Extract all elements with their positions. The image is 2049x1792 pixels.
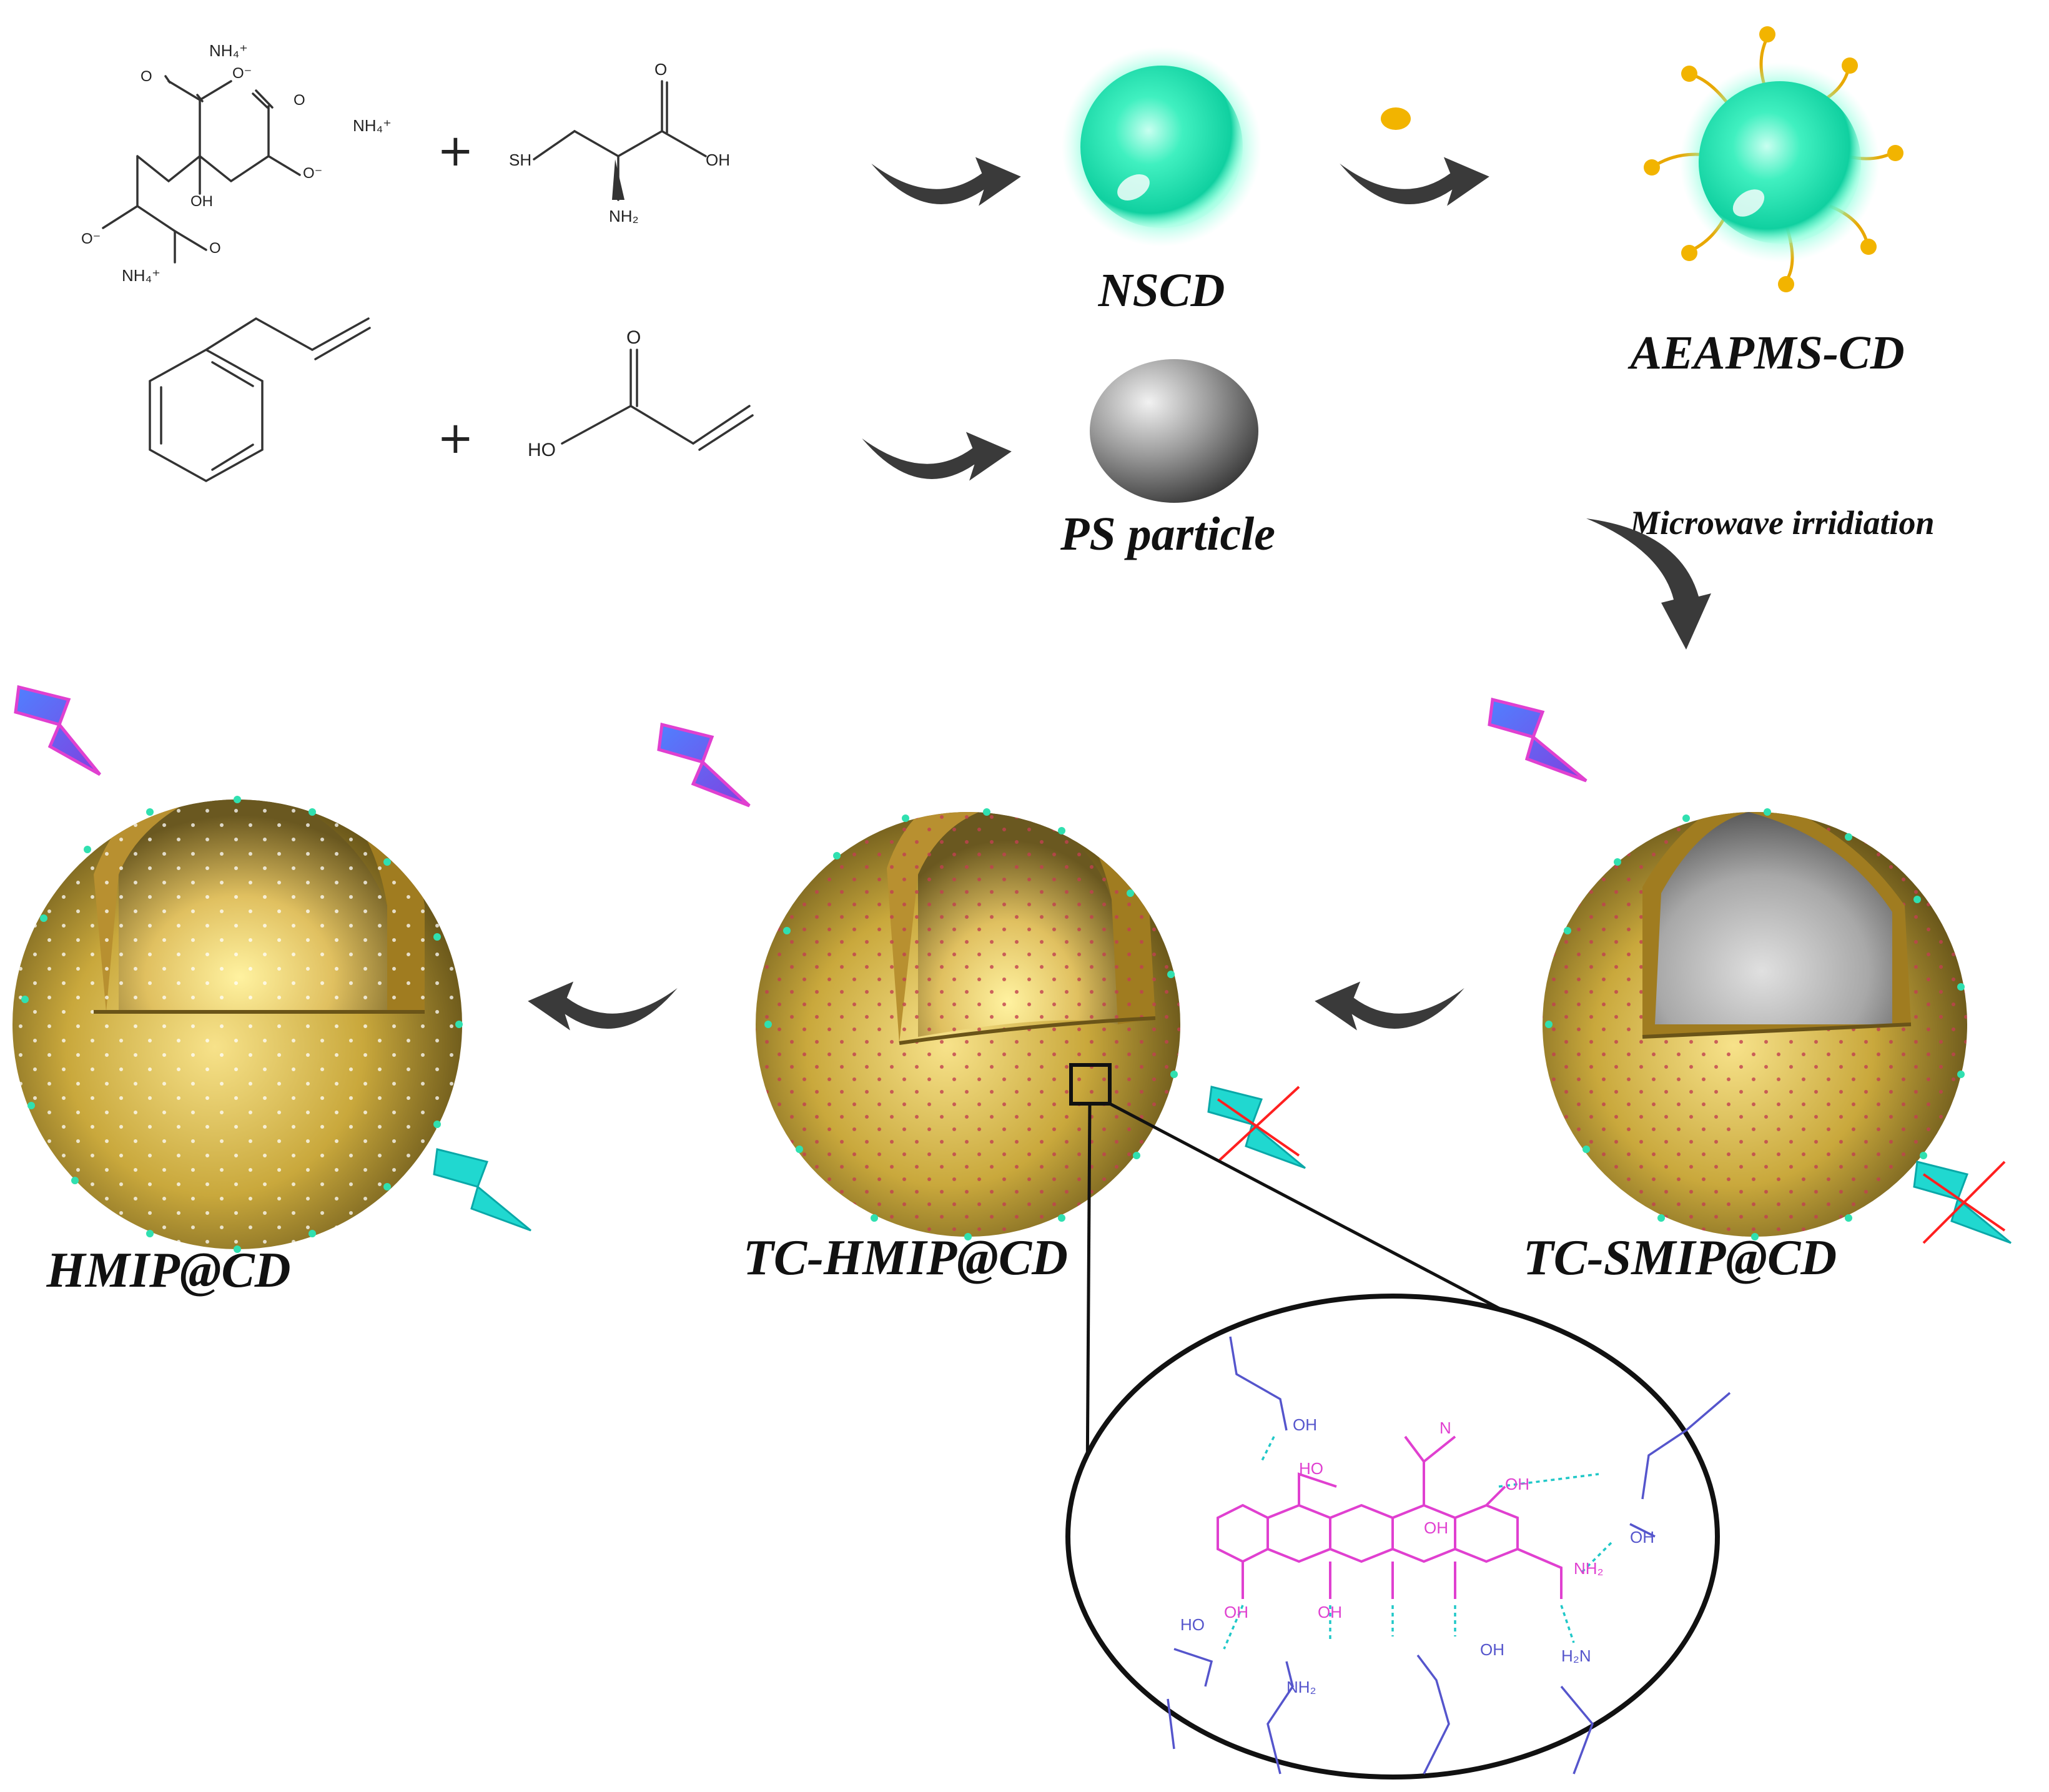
inset-oh-label: OH <box>1318 1603 1342 1621</box>
svg-text:O: O <box>294 92 305 109</box>
surface-carbon-dots <box>21 796 1965 1253</box>
inset-oh-label: OH <box>1630 1528 1654 1547</box>
tc-hmip-cd-sphere <box>756 812 1180 1237</box>
nh4-label: NH₄⁺ <box>209 41 248 60</box>
quenched-bolt-icon <box>1913 1161 2012 1244</box>
reaction-arrow <box>1315 981 1464 1031</box>
aeapms-cd-dot <box>1644 26 1903 292</box>
carbonyl-o-label: O <box>654 60 667 79</box>
fluorescence-bolt-icon <box>14 685 101 776</box>
ps-particle-label: PS particle <box>1060 508 1275 560</box>
nh4-label: NH₄⁺ <box>353 116 392 135</box>
inset-nh2-label: NH₂ <box>1286 1678 1316 1696</box>
nscd-label: NSCD <box>1098 264 1225 317</box>
tc-smip-cd-label: TC-SMIP@CD <box>1523 1230 1837 1285</box>
svg-text:O⁻: O⁻ <box>303 165 322 182</box>
acid-ho-label: HO <box>528 440 556 460</box>
svg-text:O⁻: O⁻ <box>81 230 101 247</box>
microwave-label: Microwave irridiation <box>1629 504 1935 542</box>
cysteine-structure: SH O OH NH₂ <box>509 60 730 225</box>
microwave-arrow <box>1586 518 1711 650</box>
fluorescence-bolt-icon <box>1488 697 1587 783</box>
inset-n-label: N <box>1439 1418 1451 1437</box>
reaction-arrow <box>871 157 1021 206</box>
tc-smip-cd-sphere <box>1543 812 1967 1237</box>
recognition-site-inset: OH HO N OH OH OH NH₂ OH HO OH OH NH₂ H₂N <box>1065 1294 1731 1780</box>
silane-reagent-dot <box>1381 107 1411 130</box>
inset-oh-label: OH <box>1224 1603 1248 1621</box>
hydroxyl-label: OH <box>190 193 213 210</box>
reaction-arrow <box>528 981 678 1031</box>
acid-oh-label: OH <box>706 151 730 169</box>
nscd-carbon-dot <box>1062 47 1261 247</box>
reaction-arrow <box>1340 157 1489 206</box>
inset-h2n-label: H₂N <box>1561 1646 1591 1665</box>
plus-sign: + <box>437 125 474 176</box>
magnify-box <box>1069 1063 1112 1106</box>
acrylic-acid-structure: HO O <box>528 327 754 460</box>
quenched-bolt-icon <box>1207 1086 1306 1169</box>
carboxylate-label: O⁻ <box>232 65 252 82</box>
nh4-label: NH₄⁺ <box>122 266 160 285</box>
svg-text:O: O <box>209 240 221 257</box>
inset-oh-label: OH <box>1505 1475 1529 1493</box>
thiol-label: SH <box>509 151 531 169</box>
emission-bolt-icon <box>433 1148 531 1232</box>
plus-sign: + <box>437 412 474 463</box>
ps-particle <box>1090 359 1258 503</box>
svg-text:O: O <box>141 68 152 85</box>
inset-oh-label: OH <box>1424 1518 1448 1537</box>
ammonium-citrate-structure: NH₄⁺ O O⁻ O NH₄⁺ O⁻ OH O⁻ O NH₄⁺ <box>81 41 392 285</box>
styrene-structure <box>149 317 371 483</box>
carbonyl-o-label: O <box>626 327 641 348</box>
inset-ho-label: HO <box>1299 1459 1323 1478</box>
amine-label: NH₂ <box>609 207 639 225</box>
aeapms-cd-label: AEAPMS-CD <box>1627 327 1904 379</box>
reaction-arrow <box>862 432 1012 481</box>
inset-ho-label: HO <box>1180 1615 1205 1634</box>
inset-oh-label: OH <box>1480 1640 1504 1659</box>
hmip-cd-label: HMIP@CD <box>46 1243 290 1298</box>
inset-nh2-label: NH₂ <box>1574 1559 1604 1578</box>
fluorescence-bolt-icon <box>657 722 751 808</box>
hmip-cd-sphere <box>12 799 462 1249</box>
inset-oh-label: OH <box>1293 1415 1317 1434</box>
tc-hmip-cd-label: TC-HMIP@CD <box>743 1230 1068 1285</box>
